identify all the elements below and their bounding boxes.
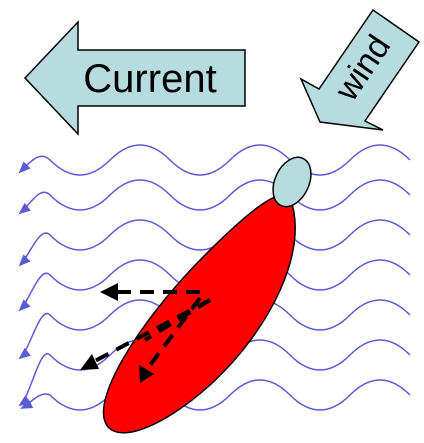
- arrowhead-down-left: [80, 354, 99, 370]
- kayak-hull: [104, 195, 296, 433]
- current-label: Current: [83, 57, 216, 101]
- wave-line: [20, 145, 410, 175]
- wind-arrow-icon: wind: [301, 10, 419, 130]
- arrowhead-left: [100, 283, 118, 301]
- current-arrow-icon: Current: [25, 22, 245, 134]
- wave-line: [20, 180, 410, 213]
- wave-line: [22, 380, 410, 410]
